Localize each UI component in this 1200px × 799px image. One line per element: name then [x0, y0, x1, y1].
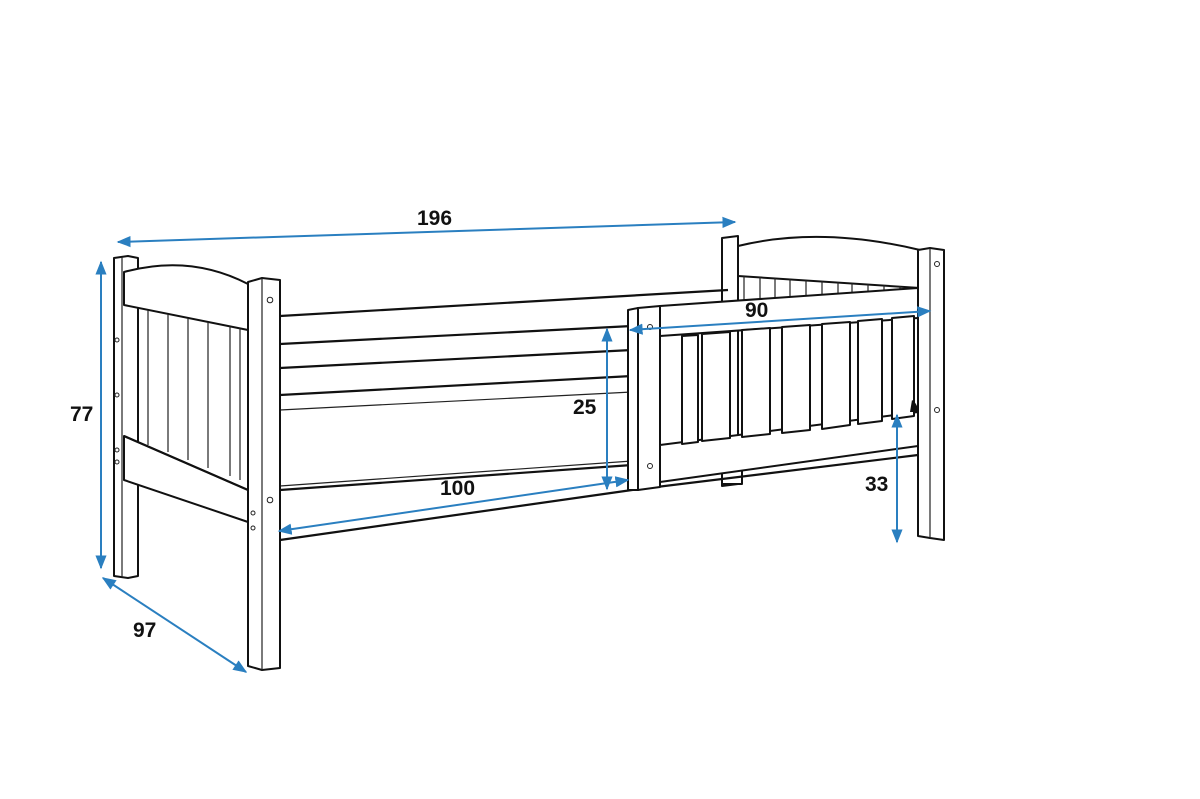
dimension-label-height: 77: [70, 403, 94, 426]
front-headboard: [113, 255, 281, 671]
dimension-line-width: [101, 577, 248, 673]
dimension-line-rail-length: [628, 306, 932, 335]
dimension-label-rail-length: 90: [745, 299, 769, 322]
dimension-label-open-side: 100: [440, 477, 476, 500]
dimension-label-length: 196: [417, 207, 453, 230]
dimension-label-side-height: 25: [573, 396, 597, 419]
dimension-line-length: [116, 216, 737, 248]
dimension-label-floor-clearance: 33: [865, 473, 889, 496]
dimension-line-open-side: [277, 476, 630, 535]
dimension-label-width: 97: [133, 619, 157, 642]
